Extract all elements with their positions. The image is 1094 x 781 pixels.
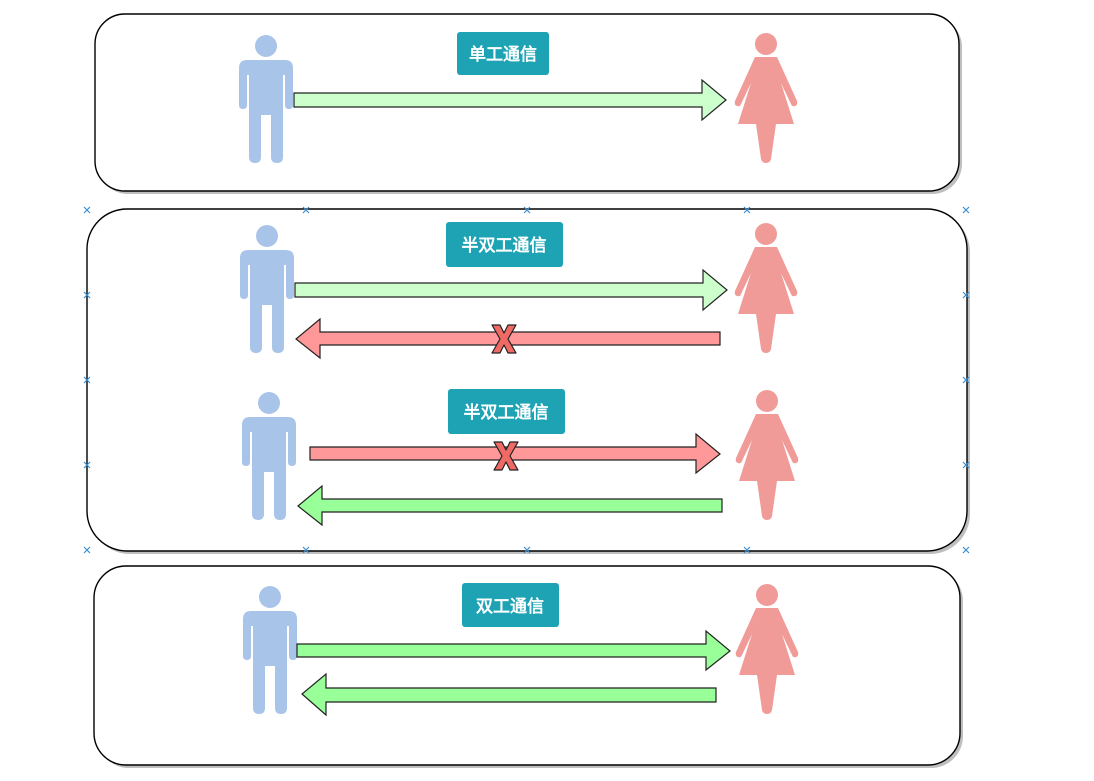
arrow-right — [293, 78, 727, 122]
handle-bottom-left — [83, 546, 91, 554]
selection-handles[interactable] — [83, 206, 970, 554]
arrow-left — [297, 484, 723, 527]
handle-left-2 — [83, 376, 91, 384]
handle-bottom-3 — [743, 546, 751, 554]
handle-bottom-2 — [523, 546, 531, 554]
full-duplex-label: 双工通信 — [476, 596, 544, 617]
handle-top-1 — [302, 206, 310, 214]
handle-bottom-1 — [302, 546, 310, 554]
handle-top-3 — [743, 206, 751, 214]
full-duplex-label-box: 双工通信 — [462, 583, 559, 627]
half-duplex-label-2: 半双工通信 — [464, 402, 549, 423]
arrow-right — [296, 629, 731, 672]
x-mark-icon — [493, 441, 519, 471]
handle-bottom-right — [962, 546, 970, 554]
arrow-left — [301, 672, 717, 717]
half-duplex-label-1: 半双工通信 — [462, 235, 547, 256]
handle-left-1 — [83, 291, 91, 299]
handle-top-2 — [523, 206, 531, 214]
handle-left-3 — [83, 461, 91, 469]
half-duplex-group-1: 半双工通信 — [240, 222, 798, 360]
arrow-right — [309, 432, 721, 475]
half-duplex-label-box-2: 半双工通信 — [448, 389, 565, 434]
half-duplex-panel[interactable]: 半双工通信 半双工通信 — [86, 208, 970, 554]
half-duplex-group-2: 半双工通信 — [242, 389, 799, 527]
simplex-label-box: 单工通信 — [457, 32, 549, 75]
handle-right-1 — [962, 291, 970, 299]
handle-right-2 — [962, 376, 970, 384]
handle-right-3 — [962, 461, 970, 469]
half-duplex-label-box-1: 半双工通信 — [446, 222, 563, 267]
x-mark-icon — [491, 324, 517, 354]
arrow-right — [294, 268, 728, 312]
handle-top-right — [962, 206, 970, 214]
simplex-label: 单工通信 — [469, 44, 537, 65]
full-duplex-panel[interactable]: 双工通信 — [93, 565, 963, 768]
simplex-panel[interactable]: 单工通信 — [94, 13, 962, 194]
handle-top-left — [83, 206, 91, 214]
